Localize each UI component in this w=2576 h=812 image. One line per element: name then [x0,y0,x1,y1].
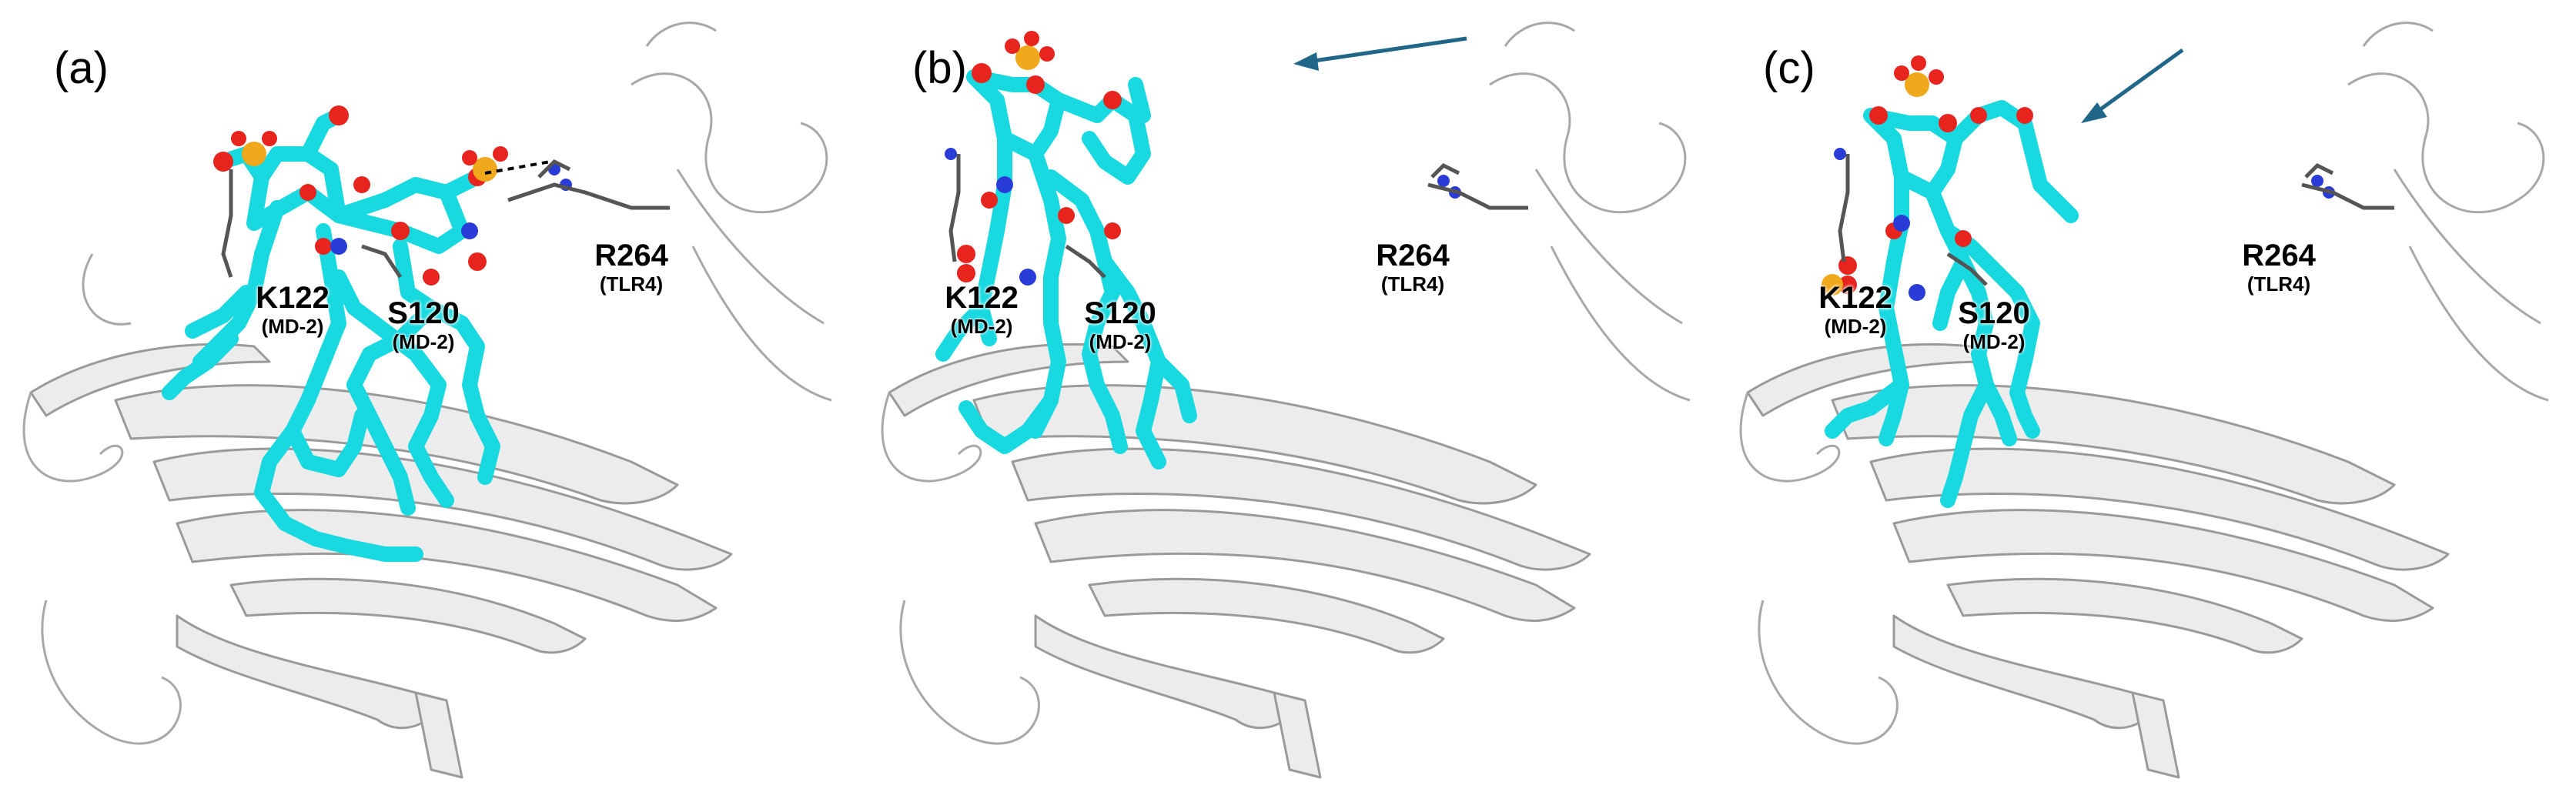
phosphate-groups [1005,31,1055,70]
oxygen-atoms [957,63,1122,282]
nitrogen-atoms [945,148,1461,286]
residue-label-s120: S120 (MD-2) [1932,296,2056,353]
phosphate-groups [231,131,508,182]
arrow [1293,36,1467,71]
residue-name: K122 [945,281,1019,315]
residue-side-chains [221,159,670,279]
panel-c: (c) K122 (MD-2) S120 (MD-2) R264 (TLR4) [1717,0,2575,812]
residue-name: R264 [594,239,668,272]
residue-chain: (MD-2) [950,315,1013,338]
panel-a: (a) K122 (MD-2) S120 (MD-2) R264 (TLR4) [0,0,858,812]
residue-chain: (MD-2) [1089,330,1152,353]
residue-name: K122 [256,281,330,315]
residue-chain: (MD-2) [1962,330,2026,353]
residue-name: S120 [387,296,460,330]
residue-label-k122: K122 (MD-2) [231,281,354,338]
residue-side-chains [1838,154,2394,286]
phosphate-groups [1822,55,1944,296]
oxygen-atoms [1838,106,2033,294]
md2-loops [22,22,832,745]
residue-name: S120 [1958,296,2030,330]
md2-loops [1739,22,2549,745]
panel-b: (b) K122 (MD-2) S120 (MD-2) R264 (TLR4) [858,0,1717,812]
residue-name: R264 [2242,239,2316,272]
residue-label-s120: S120 (MD-2) [362,296,485,353]
ligand-sticks [935,69,1197,469]
residue-chain: (MD-2) [1824,315,1887,338]
residue-label-k122: K122 (MD-2) [1794,281,1917,338]
panel-c-structure-image [1739,22,2549,779]
residue-label-r264: R264 (TLR4) [570,239,693,296]
residue-label-r264: R264 (TLR4) [1351,239,1474,296]
panel-b-label: (b) [912,43,967,93]
residue-name: S120 [1084,296,1156,330]
residue-chain: (TLR4) [599,272,664,296]
md2-loops [881,22,1691,745]
panel-a-structure-image [22,22,832,779]
residue-label-s120: S120 (MD-2) [1059,296,1182,353]
panel-b-structure-image [881,22,1691,779]
arrow [2081,48,2184,123]
md2-protein-ribbon [888,343,1591,779]
residue-chain: (TLR4) [2246,272,2311,296]
residue-label-k122: K122 (MD-2) [920,281,1043,338]
residue-name: R264 [1376,239,1450,272]
panel-c-label: (c) [1763,43,1815,93]
residue-side-chains [948,154,1528,279]
residue-name: K122 [1818,281,1892,315]
residue-chain: (TLR4) [1380,272,1445,296]
residue-chain: (MD-2) [392,330,455,353]
panel-a-label: (a) [54,43,109,93]
residue-label-r264: R264 (TLR4) [2217,239,2340,296]
residue-chain: (MD-2) [261,315,324,338]
